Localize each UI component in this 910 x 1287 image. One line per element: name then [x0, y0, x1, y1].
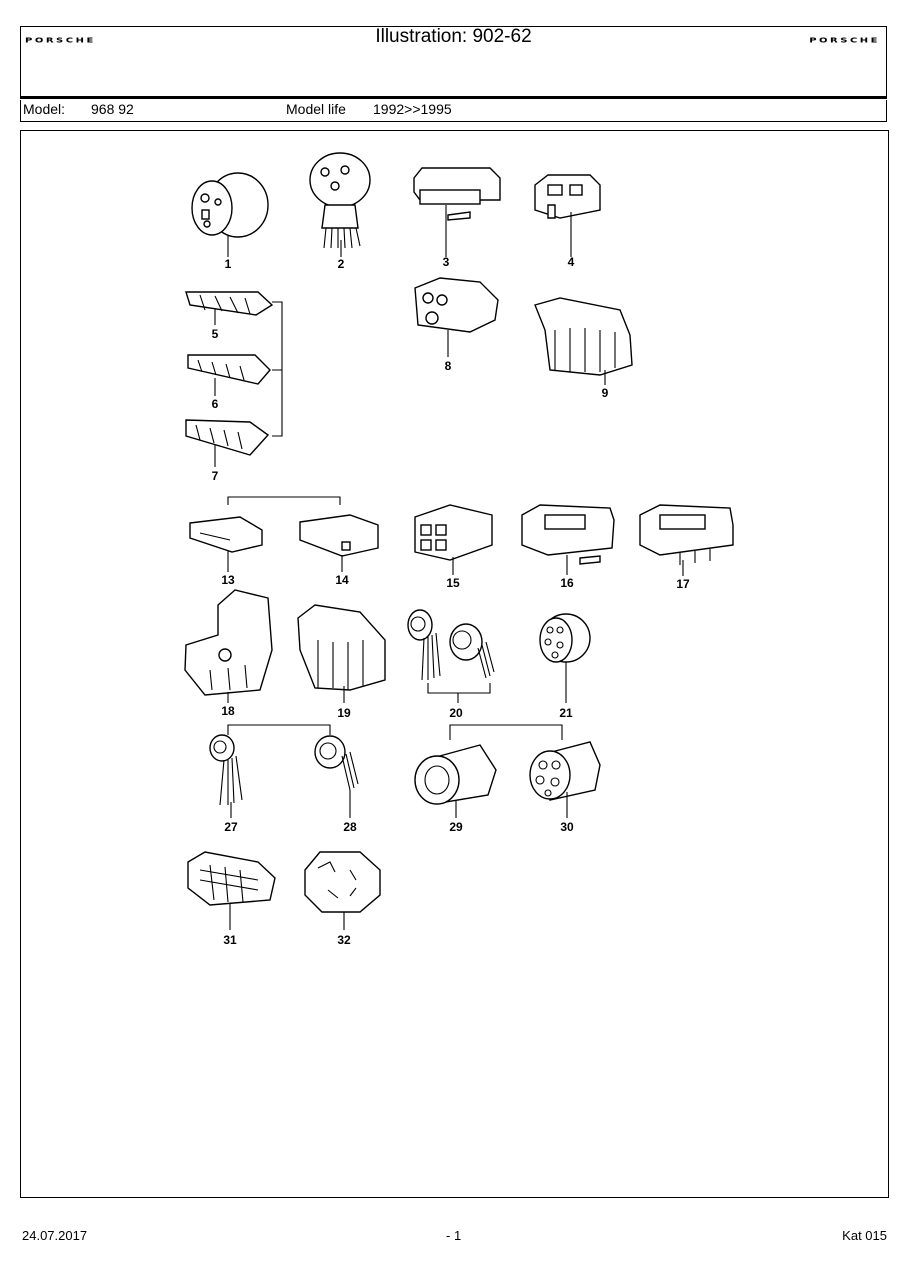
- part-16-drawing: [521, 504, 615, 575]
- part-32-drawing: [304, 851, 381, 930]
- callout-32: 32: [337, 933, 351, 947]
- callout-18: 18: [221, 704, 235, 718]
- callout-19: 19: [337, 706, 351, 720]
- callout-13: 13: [221, 573, 235, 587]
- part-29-drawing: [414, 744, 497, 818]
- callout-16: 16: [560, 576, 574, 590]
- callout-27: 27: [224, 820, 238, 834]
- model-life-label: Model life: [286, 101, 346, 117]
- callout-7: 7: [212, 469, 219, 483]
- part-30-drawing: [529, 741, 601, 818]
- illustration-area: [20, 130, 889, 1198]
- callout-20: 20: [449, 706, 463, 720]
- callout-6: 6: [212, 397, 219, 411]
- part-5-drawing: [185, 291, 274, 325]
- model-label: Model:: [23, 101, 66, 117]
- part-17-drawing: [639, 504, 734, 576]
- part-3-drawing: [413, 167, 501, 257]
- callout-8: 8: [445, 359, 452, 373]
- part-31-drawing: [187, 851, 276, 930]
- illustration-title: Illustration: 902-62: [375, 26, 532, 47]
- callout-31: 31: [223, 933, 237, 947]
- part-20-drawing: [407, 609, 495, 703]
- callout-1: 1: [225, 257, 232, 271]
- callout-21: 21: [559, 706, 573, 720]
- header-box: PORSCHE Illustration: 902-62 PORSCHE: [20, 26, 887, 99]
- footer-date: 24.07.2017: [22, 1228, 88, 1243]
- bracket-13-14: [227, 496, 341, 505]
- callout-17: 17: [676, 577, 690, 591]
- footer-catalog: Kat 015: [842, 1228, 887, 1243]
- porsche-logo-left: PORSCHE: [25, 37, 96, 45]
- part-8-drawing: [414, 277, 499, 357]
- bracket-27-28: [227, 724, 331, 735]
- callout-5: 5: [212, 327, 219, 341]
- part-2-drawing: [309, 152, 371, 257]
- model-bar: Model: 968 92 Model life 1992>>1995: [20, 100, 887, 122]
- part-1-drawing: [191, 172, 269, 257]
- model-value: 968 92: [91, 101, 134, 117]
- part-6-drawing: [187, 354, 271, 396]
- callout-29: 29: [449, 820, 463, 834]
- part-27-drawing: [209, 734, 243, 818]
- bracket-29-30: [449, 724, 563, 740]
- part-14-drawing: [299, 514, 379, 572]
- part-21-drawing: [539, 613, 591, 703]
- callout-3: 3: [443, 255, 450, 269]
- callout-15: 15: [446, 576, 460, 590]
- porsche-logo-right: PORSCHE: [809, 37, 880, 45]
- part-9-drawing: [534, 297, 633, 385]
- callout-14: 14: [335, 573, 349, 587]
- callout-30: 30: [560, 820, 574, 834]
- part-19-drawing: [297, 604, 386, 703]
- part-18-drawing: [184, 589, 273, 703]
- model-life-value: 1992>>1995: [373, 101, 452, 117]
- callout-2: 2: [338, 257, 345, 271]
- part-15-drawing: [414, 504, 493, 575]
- callout-28: 28: [343, 820, 357, 834]
- part-28-drawing: [314, 735, 359, 818]
- part-4-drawing: [534, 174, 601, 257]
- callout-9: 9: [602, 386, 609, 400]
- callout-4: 4: [568, 255, 575, 269]
- part-13-drawing: [189, 516, 263, 572]
- footer-page-number: - 1: [446, 1228, 462, 1243]
- bracket-5-7: [272, 301, 283, 437]
- part-7-drawing: [185, 419, 270, 467]
